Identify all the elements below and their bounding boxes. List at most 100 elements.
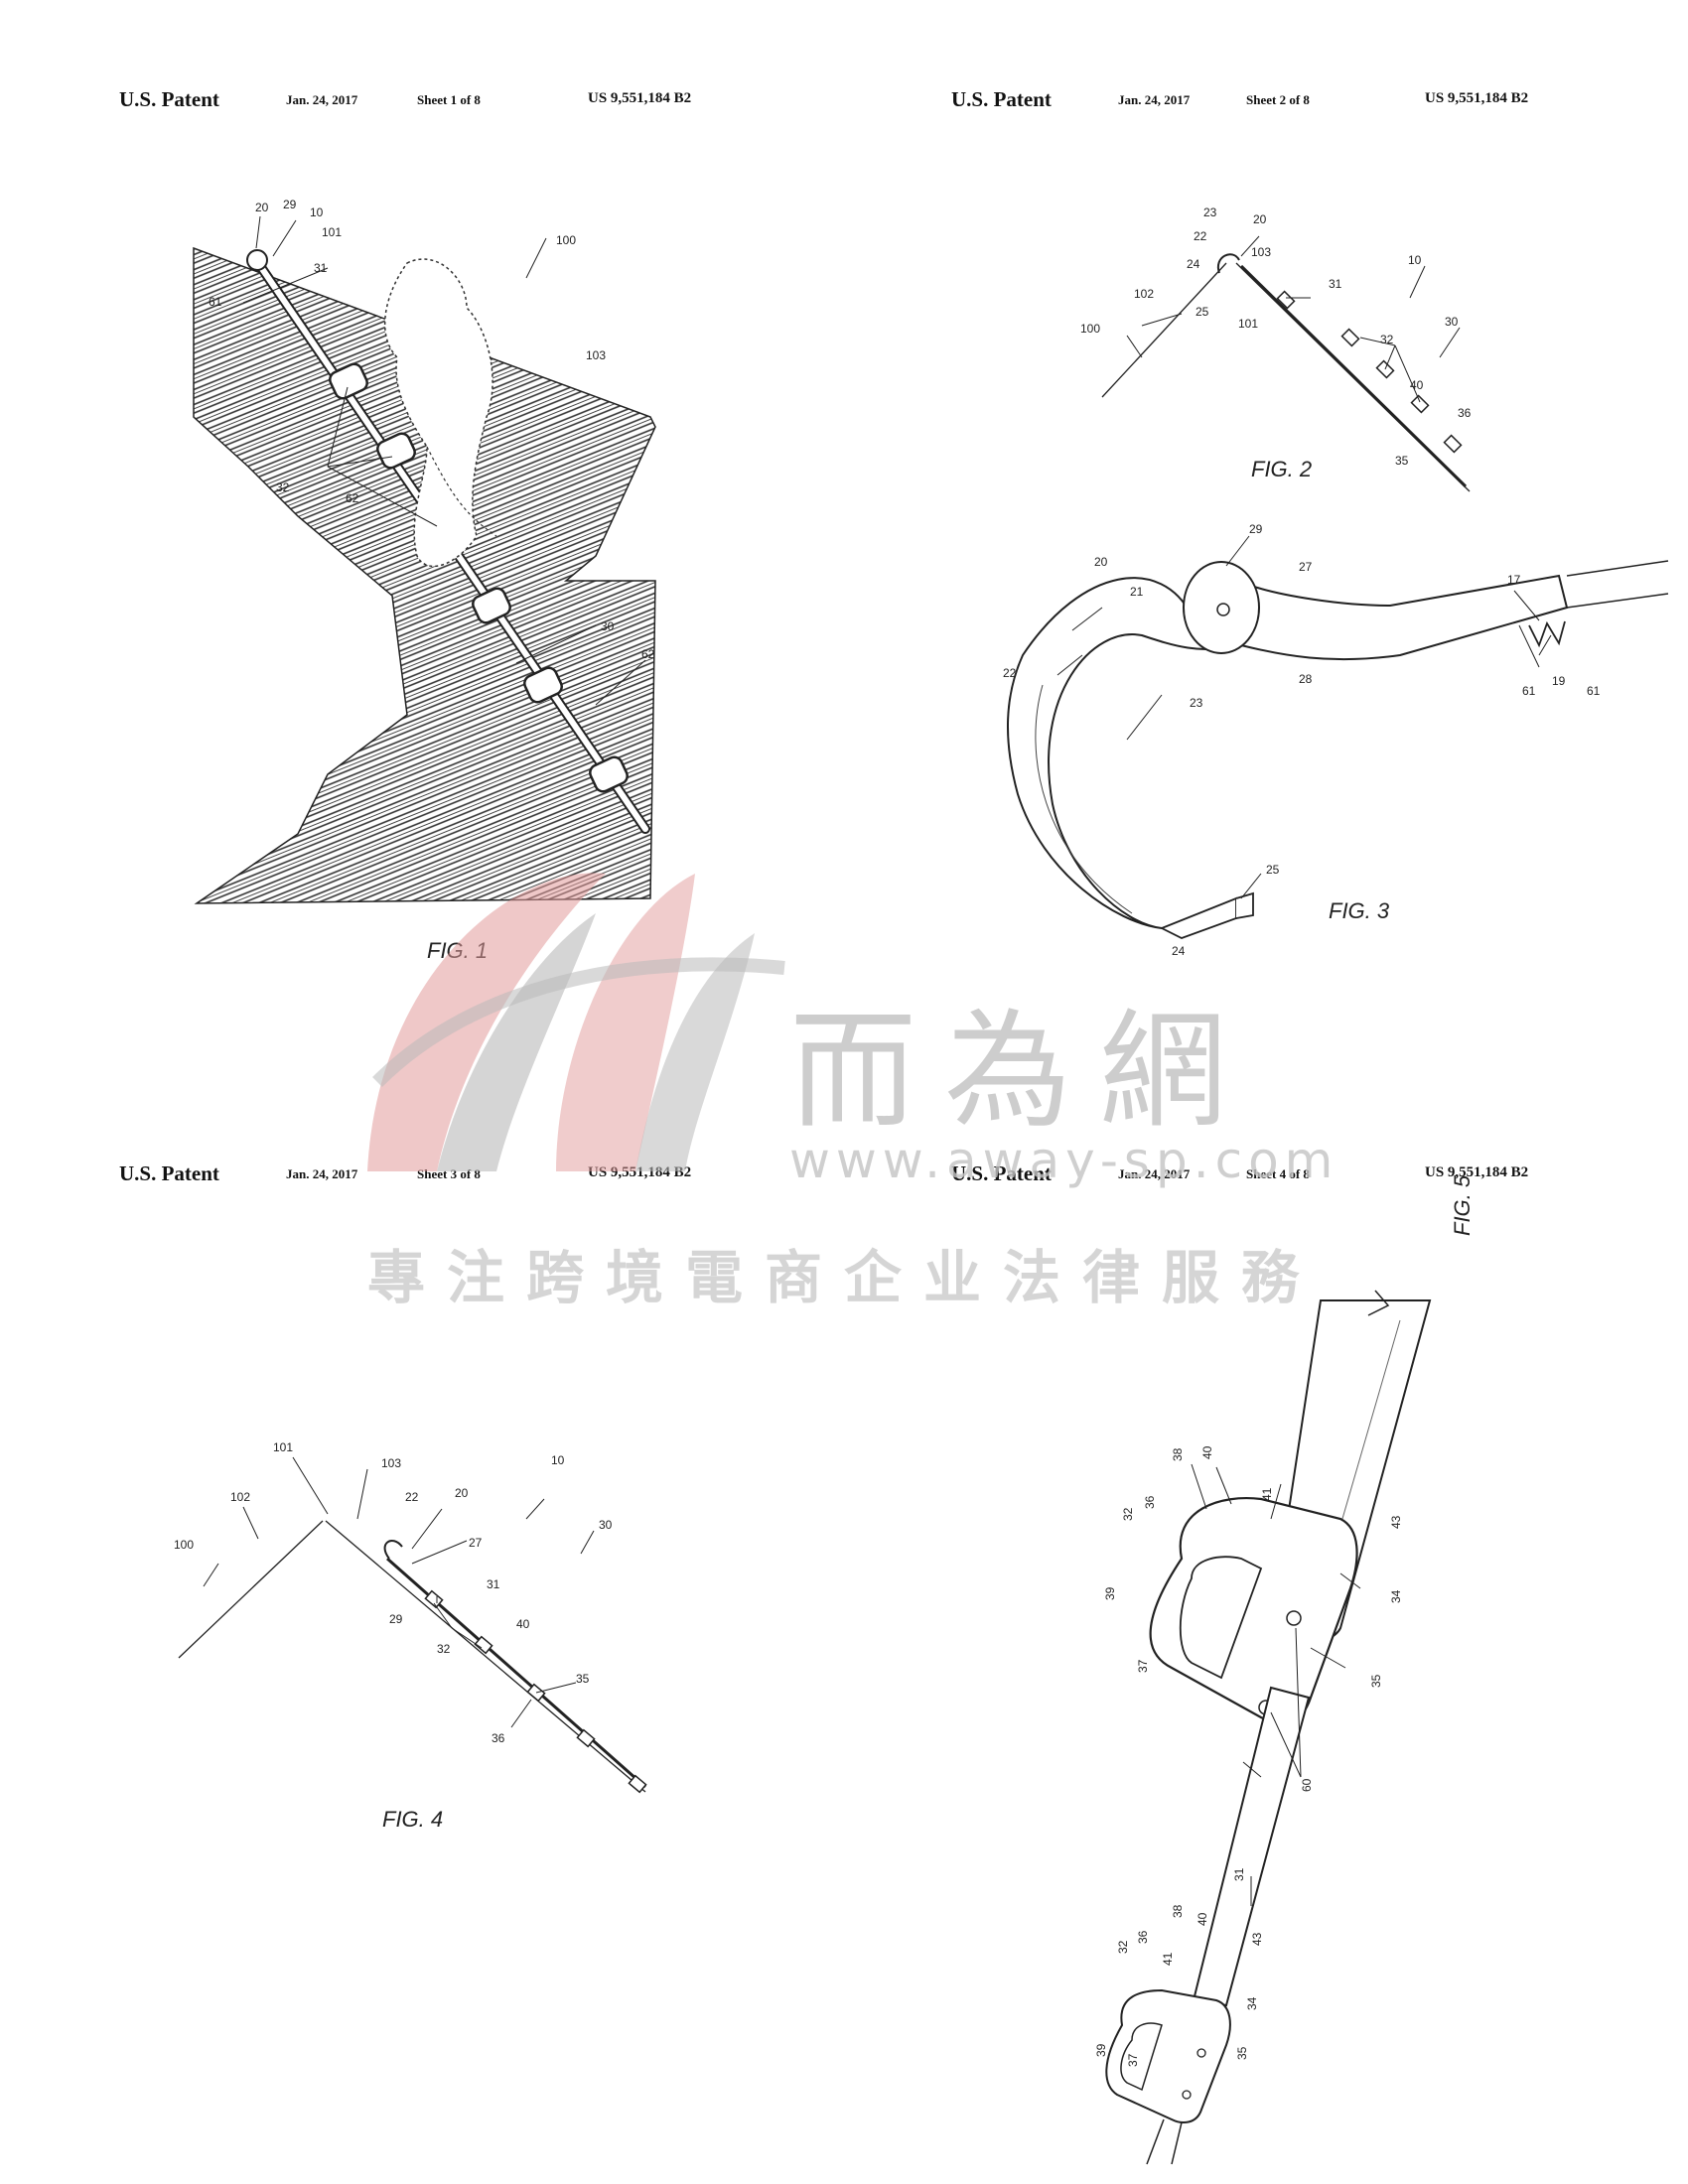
ref-40b: 40	[1196, 1912, 1209, 1926]
ref-19: 19	[1552, 674, 1566, 688]
figure-2: 23 20 22 103 24 31 10 102 25 101 30 100 …	[1080, 205, 1472, 492]
ref-32: 32	[437, 1642, 451, 1656]
ref-32: 32	[1380, 333, 1394, 346]
ref-22: 22	[1003, 666, 1017, 680]
patent-number: US 9,551,184 B2	[588, 90, 692, 106]
ref-61: 61	[209, 295, 222, 309]
ref-31: 31	[1329, 277, 1342, 291]
ref-32b: 32	[1116, 1940, 1130, 1954]
ref-25: 25	[1196, 305, 1209, 319]
ref-20: 20	[1253, 212, 1267, 226]
patent-sheet-2: U.S. Patent Jan. 24, 2017 Sheet 2 of 8 U…	[844, 0, 1688, 1092]
ref-38b: 38	[1171, 1904, 1185, 1918]
ref-39b: 39	[1094, 2043, 1108, 2057]
ref-102: 102	[230, 1490, 250, 1504]
ref-40: 40	[1410, 378, 1424, 392]
ref-25: 25	[1266, 863, 1280, 877]
ref-30: 30	[599, 1518, 613, 1532]
worker-outline	[384, 258, 493, 567]
ref-101: 101	[1238, 317, 1258, 331]
ref-10: 10	[551, 1453, 565, 1467]
ref-10: 10	[310, 205, 324, 219]
ref-103: 103	[586, 348, 606, 362]
ref-27: 27	[469, 1536, 483, 1550]
ref-41a: 41	[1260, 1487, 1274, 1501]
figure-5: 38 40 43 41 32 36 34 39 35 37 60 31 38 4…	[1094, 1174, 1475, 2165]
patent-label: U.S. Patent	[119, 1161, 219, 1185]
ref-23: 23	[1190, 696, 1203, 710]
ref-41b: 41	[1161, 1952, 1175, 1966]
figure-4-label: FIG. 4	[382, 1807, 443, 1832]
figure-2-label: FIG. 2	[1251, 457, 1312, 481]
ref-28: 28	[1299, 672, 1313, 686]
ref-20: 20	[255, 201, 269, 214]
ref-102: 102	[1134, 287, 1154, 301]
figure-4: 101 103 10 102 22 20 100 27 30 31 29 40 …	[174, 1440, 647, 1832]
sheet-number: Sheet 2 of 8	[1246, 92, 1310, 107]
ref-100: 100	[1080, 322, 1100, 336]
ref-43a: 43	[1389, 1515, 1403, 1529]
figure-5-refs: 38 40 43 41 32 36 34 39 35 37 60 31 38 4…	[1094, 1445, 1403, 2067]
patent-number: US 9,551,184 B2	[1425, 1164, 1529, 1180]
ref-43b: 43	[1250, 1932, 1264, 1946]
figure-1-label: FIG. 1	[427, 938, 488, 963]
ref-32a: 32	[1121, 1507, 1135, 1521]
ref-61a: 61	[1522, 684, 1536, 698]
ref-24: 24	[1187, 257, 1200, 271]
ref-39a: 39	[1103, 1586, 1117, 1600]
ref-100: 100	[556, 233, 576, 247]
roof-surface	[193, 246, 656, 904]
figure-3-label: FIG. 3	[1329, 898, 1390, 923]
patent-sheet-1: U.S. Patent Jan. 24, 2017 Sheet 1 of 8 U…	[0, 0, 844, 1092]
ref-22: 22	[405, 1490, 419, 1504]
ref-101: 101	[322, 225, 342, 239]
figure-5-label: FIG. 5	[1450, 1174, 1475, 1236]
ref-62a: 62	[346, 491, 359, 505]
ref-35: 35	[1395, 454, 1409, 468]
ref-100: 100	[174, 1538, 194, 1552]
ref-36b: 36	[1136, 1930, 1150, 1944]
ref-36: 36	[492, 1731, 505, 1745]
ref-20: 20	[455, 1486, 469, 1500]
patent-number: US 9,551,184 B2	[1425, 90, 1529, 106]
patent-date: Jan. 24, 2017	[286, 1166, 358, 1181]
ref-36a: 36	[1143, 1495, 1157, 1509]
ref-31: 31	[487, 1577, 500, 1591]
ref-30: 30	[601, 619, 615, 633]
ref-31: 31	[1232, 1867, 1246, 1881]
ref-27: 27	[1299, 560, 1313, 574]
ref-20: 20	[1094, 555, 1108, 569]
ref-22: 22	[1194, 229, 1207, 243]
ref-23: 23	[1203, 205, 1217, 219]
patent-sheet-4: U.S. Patent Jan. 24, 2017 Sheet 4 of 8 U…	[844, 1092, 1688, 2184]
figure-2-3: 23 20 22 103 24 31 10 102 25 101 30 100 …	[1003, 205, 1669, 958]
patent-date: Jan. 24, 2017	[1118, 92, 1191, 107]
sheet-number: Sheet 4 of 8	[1246, 1166, 1310, 1181]
sheet-header: U.S. Patent Jan. 24, 2017 Sheet 1 of 8 U…	[0, 87, 844, 127]
ref-17: 17	[1507, 573, 1521, 587]
patent-date: Jan. 24, 2017	[1118, 1166, 1191, 1181]
ref-60: 60	[1300, 1778, 1314, 1792]
figure-3: 29 20 21 27 17 22 28 61 19 61 23 25 24 F…	[1003, 522, 1669, 958]
ref-35b: 35	[1235, 2046, 1249, 2060]
patent-label: U.S. Patent	[119, 87, 219, 111]
ref-36: 36	[1458, 406, 1472, 420]
patent-label: U.S. Patent	[951, 1161, 1052, 1185]
ref-21: 21	[1130, 585, 1144, 599]
ref-101: 101	[273, 1440, 293, 1454]
ref-35a: 35	[1369, 1674, 1383, 1688]
ref-34a: 34	[1389, 1589, 1403, 1603]
ref-61b: 61	[1587, 684, 1601, 698]
ref-38a: 38	[1171, 1447, 1185, 1461]
ref-103: 103	[381, 1456, 401, 1470]
ref-40: 40	[516, 1617, 530, 1631]
ref-29: 29	[389, 1612, 403, 1626]
ref-35: 35	[576, 1672, 590, 1686]
patent-sheet-3: U.S. Patent Jan. 24, 2017 Sheet 3 of 8 U…	[0, 1092, 844, 2184]
ref-40a: 40	[1200, 1445, 1214, 1459]
ref-103: 103	[1251, 245, 1271, 259]
ref-37b: 37	[1126, 2053, 1140, 2067]
ref-29: 29	[1249, 522, 1263, 536]
figure-1: 20 29 10 101 31 61 100 103 32 62 30 62 F…	[193, 198, 656, 963]
sheet-number: Sheet 1 of 8	[417, 92, 481, 107]
